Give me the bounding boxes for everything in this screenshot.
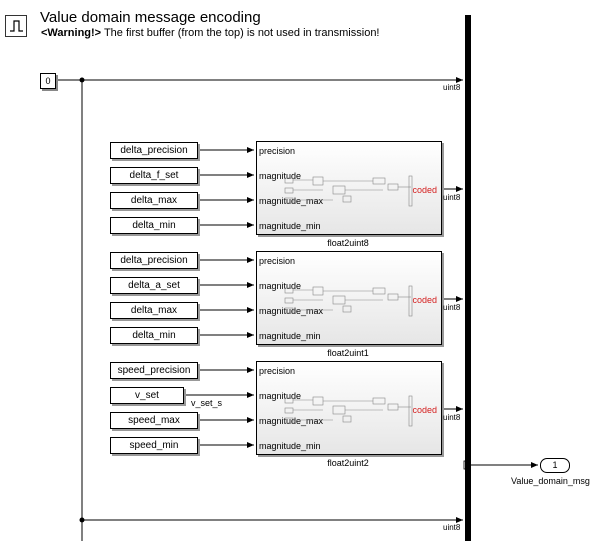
dtype-2: uint8	[443, 303, 461, 312]
port-magnitude-min: magnitude_min	[259, 331, 321, 341]
model-title: Value domain message encoding	[40, 9, 261, 26]
warning-text: The first buffer (from the top) is not u…	[101, 27, 380, 39]
dtype-1: uint8	[443, 193, 461, 202]
port-precision: precision	[259, 256, 296, 266]
input-delta-precision-2[interactable]: delta_precision	[110, 252, 198, 269]
bottom-line-dtype: uint8	[443, 523, 461, 532]
dtype-3: uint8	[443, 413, 461, 422]
port-coded: coded	[412, 295, 437, 305]
subsystem-preview-icon	[284, 175, 413, 207]
bus-creator[interactable]	[465, 15, 471, 541]
subsystem-preview-icon	[284, 285, 413, 317]
port-magnitude: magnitude	[259, 281, 302, 291]
signal-label-v-set-s: v_set_s	[191, 398, 223, 408]
input-delta-max-2[interactable]: delta_max	[110, 302, 198, 319]
subsystem-name-float2uint2: float2uint2	[327, 458, 369, 468]
port-magnitude-min: magnitude_min	[259, 441, 321, 451]
warning-annotation: <Warning!> The first buffer (from the to…	[41, 27, 380, 39]
subsystem-float2uint1[interactable]: precision magnitude magnitude_max magnit…	[256, 251, 442, 345]
input-speed-precision[interactable]: speed_precision	[110, 362, 198, 379]
input-delta-precision-1[interactable]: delta_precision	[110, 142, 198, 159]
subsystem-preview-icon	[284, 395, 413, 427]
port-precision: precision	[259, 366, 296, 376]
constant-block[interactable]: 0	[40, 73, 56, 89]
port-magnitude-min: magnitude_min	[259, 221, 321, 231]
input-delta-min-1[interactable]: delta_min	[110, 217, 198, 234]
subsystem-float2uint8[interactable]: precision magnitude magnitude_max magnit…	[256, 141, 442, 235]
outport-block[interactable]: 1	[540, 458, 570, 473]
input-delta-a-set[interactable]: delta_a_set	[110, 277, 198, 294]
warning-tag: <Warning!>	[41, 27, 102, 39]
port-magnitude-max: magnitude_max	[259, 306, 324, 316]
port-magnitude-max: magnitude_max	[259, 196, 324, 206]
input-delta-min-2[interactable]: delta_min	[110, 327, 198, 344]
pulse-generator-icon[interactable]	[5, 15, 27, 37]
port-coded: coded	[412, 405, 437, 415]
port-magnitude: magnitude	[259, 171, 302, 181]
input-speed-max[interactable]: speed_max	[110, 412, 198, 429]
port-magnitude-max: magnitude_max	[259, 416, 324, 426]
port-precision: precision	[259, 146, 296, 156]
subsystem-float2uint2[interactable]: precision magnitude magnitude_max magnit…	[256, 361, 442, 455]
top-line-dtype: uint8	[443, 83, 461, 92]
port-coded: coded	[412, 185, 437, 195]
outport-name: Value_domain_msg	[511, 476, 590, 486]
input-delta-f-set[interactable]: delta_f_set	[110, 167, 198, 184]
subsystem-name-float2uint1: float2uint1	[327, 348, 369, 358]
port-magnitude: magnitude	[259, 391, 302, 401]
subsystem-name-float2uint8: float2uint8	[327, 238, 369, 248]
input-v-set[interactable]: v_set	[110, 387, 184, 404]
input-delta-max-1[interactable]: delta_max	[110, 192, 198, 209]
input-speed-min[interactable]: speed_min	[110, 437, 198, 454]
